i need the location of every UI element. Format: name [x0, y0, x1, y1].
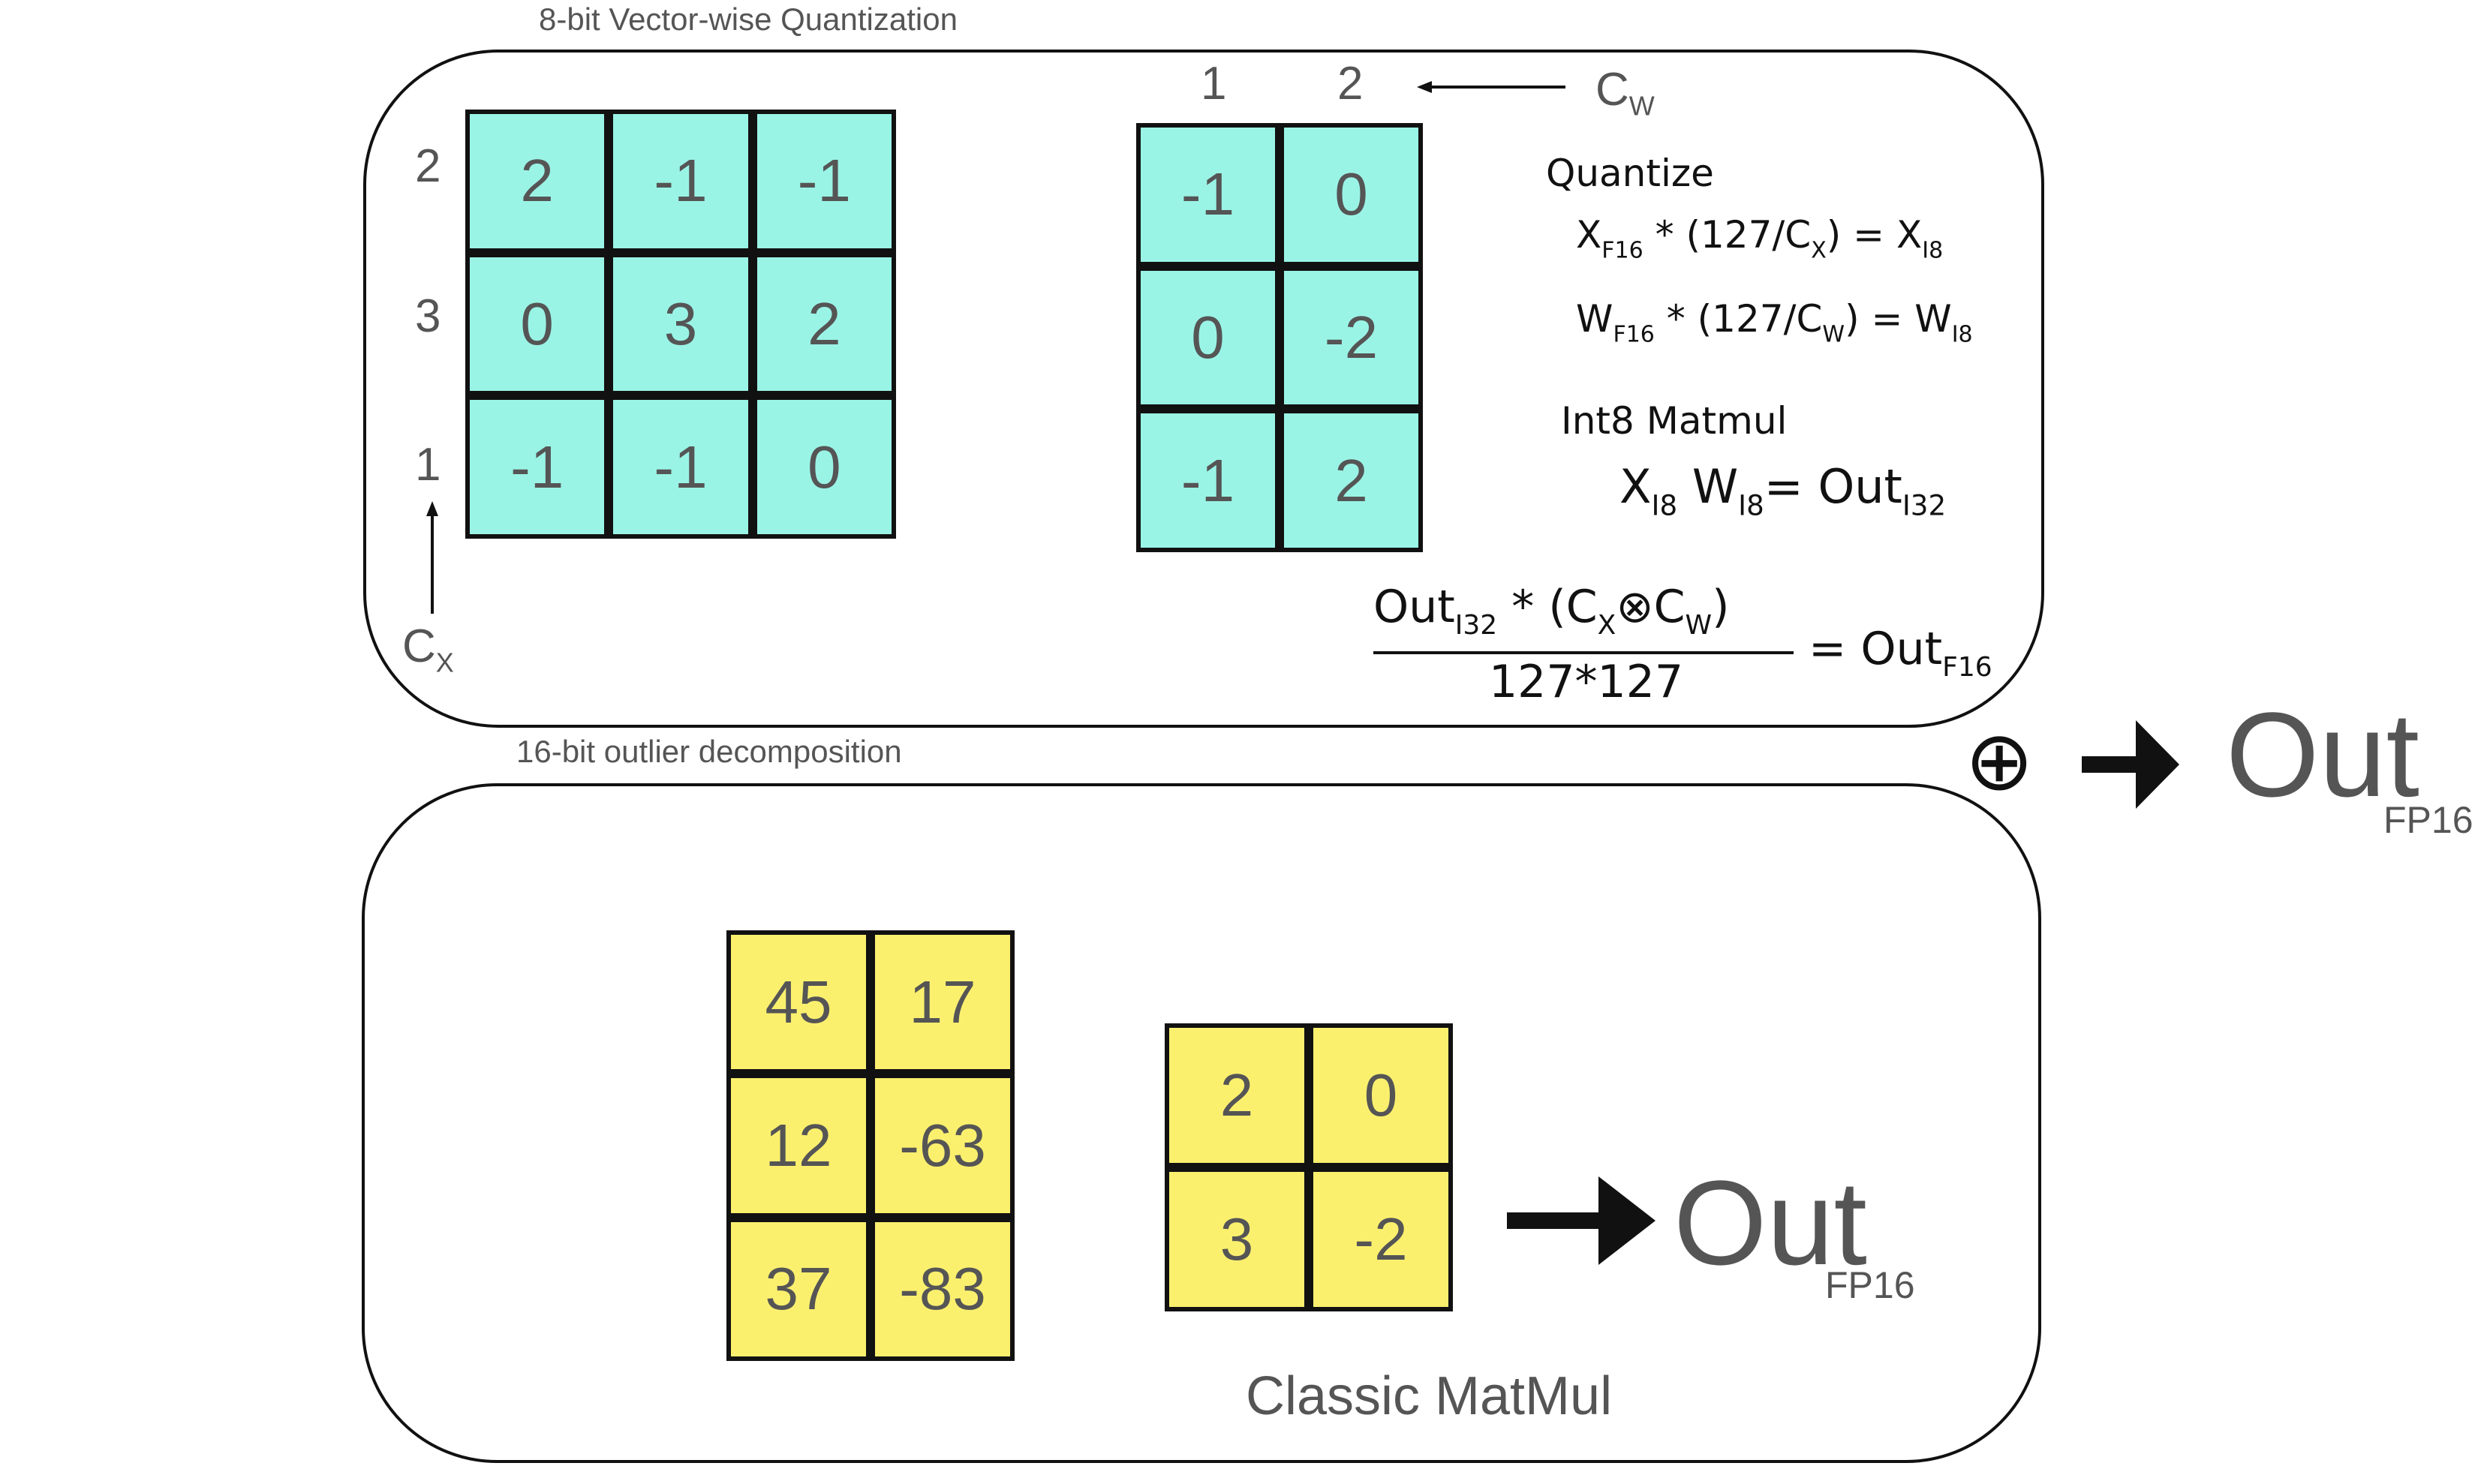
cx-arrow-icon: [426, 501, 438, 614]
matrix-cell: -2: [1280, 266, 1423, 410]
col-scale-label: 2: [1337, 58, 1364, 110]
matrix-cell: 2: [752, 252, 896, 396]
dequant-numerator: OutI32 * (CX⊗CW): [1373, 581, 1730, 641]
cx-scale-label: CX: [402, 620, 454, 678]
outlier-panel: [362, 783, 2041, 1463]
right-arrow-icon: [1507, 1176, 1655, 1265]
matrix-cell: -1: [1136, 123, 1280, 266]
col-scale-label: 1: [1201, 58, 1227, 110]
matrix-cell: 12: [726, 1074, 871, 1218]
matrix-cell: 3: [609, 252, 753, 396]
matrix-cell: 17: [871, 930, 1015, 1074]
matrix-cell: 0: [752, 395, 896, 539]
fraction-bar: [1373, 651, 1794, 654]
final-output-sub: FP16: [2383, 799, 2473, 841]
cw-scale-label: CW: [1595, 64, 1655, 122]
row-scale-label: 3: [415, 290, 441, 342]
row-scale-label: 1: [415, 439, 441, 491]
matrix-cell: 2: [1165, 1023, 1309, 1167]
cw-arrow-icon: [1417, 81, 1565, 93]
matrix-cell: -1: [609, 110, 753, 253]
dequant-result: = OutF16: [1809, 623, 1992, 683]
matrix-cell: -1: [609, 395, 753, 539]
matrix-cell: 0: [1280, 123, 1423, 266]
matrix-cell: 2: [1280, 409, 1423, 552]
matrix-cell: -83: [871, 1217, 1015, 1361]
matrix-cell: 0: [1136, 266, 1280, 410]
matrix-cell: 45: [726, 930, 871, 1074]
final-output-label: Out: [2226, 687, 2419, 822]
int8-matmul-title: Int8 Matmul: [1561, 399, 1788, 443]
quantize-w-equation: WF16 * (127/CW) = WI8: [1576, 297, 1973, 348]
w-fp16-outlier-matrix: 2 0 3 -2: [1165, 1023, 1453, 1311]
matrix-cell: -63: [871, 1074, 1015, 1218]
matrix-cell: -1: [752, 110, 896, 253]
quantization-panel: [363, 50, 2044, 728]
bottom-section-label: 16-bit outlier decomposition: [516, 734, 902, 769]
w-int8-matrix: -1 0 0 -2 -1 2: [1136, 123, 1423, 552]
outlier-output-sub: FP16: [1825, 1264, 1915, 1306]
matrix-cell: 0: [1309, 1023, 1453, 1167]
int8-matmul-equation: XI8 WI8= OutI32: [1619, 459, 1947, 522]
x-int8-matrix: 2 -1 -1 0 3 2 -1 -1 0: [465, 110, 896, 539]
classic-matmul-caption: Classic MatMul: [1246, 1366, 1613, 1426]
final-output: Out FP16: [2226, 695, 2473, 842]
quantize-x-equation: XF16 * (127/CX) = XI8: [1576, 213, 1944, 264]
matrix-cell: 37: [726, 1217, 871, 1361]
quantize-title: Quantize: [1546, 152, 1714, 195]
matrix-cell: -1: [1136, 409, 1280, 552]
outlier-output: Out FP16: [1674, 1163, 1915, 1307]
top-section-label: 8-bit Vector-wise Quantization: [539, 2, 958, 37]
matrix-cell: -2: [1309, 1167, 1453, 1311]
final-arrow-icon: [2082, 720, 2179, 809]
add-icon: ⊕: [1965, 713, 2034, 809]
dequant-denominator: 127*127: [1489, 656, 1684, 708]
matrix-cell: 0: [465, 252, 609, 396]
x-fp16-outlier-matrix: 45 17 12 -63 37 -83: [726, 930, 1015, 1361]
matrix-cell: -1: [465, 395, 609, 539]
matrix-cell: 3: [1165, 1167, 1309, 1311]
outlier-output-label: Out: [1674, 1155, 1867, 1290]
row-scale-label: 2: [415, 140, 441, 192]
matrix-cell: 2: [465, 110, 609, 253]
